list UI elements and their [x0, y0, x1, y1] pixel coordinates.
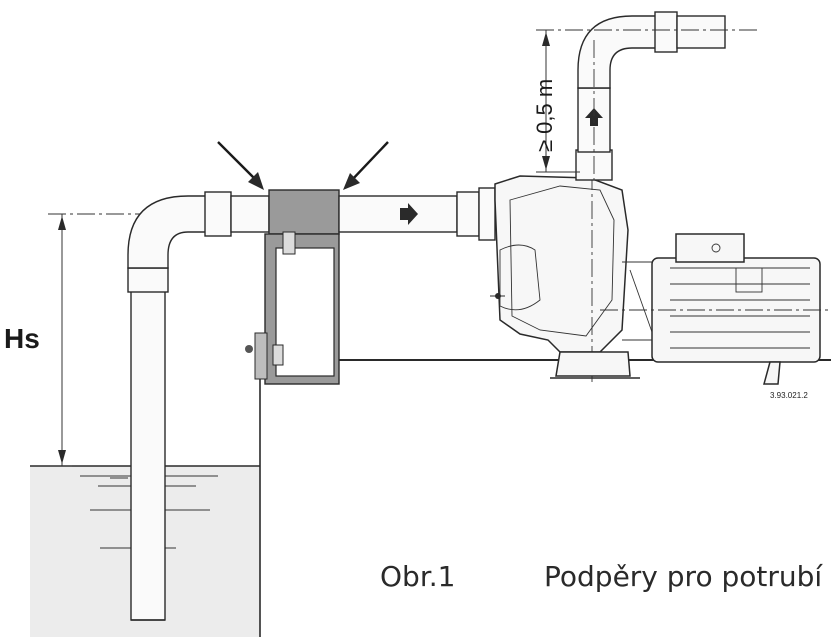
dimension-arrow-icon — [58, 450, 66, 464]
figure-caption: Podpěry pro potrubí — [544, 560, 823, 593]
pump-motor — [600, 233, 831, 385]
arrow-icon — [343, 173, 360, 190]
dimension-arrow-icon — [542, 156, 550, 170]
figure-number: Obr.1 — [380, 560, 455, 593]
discharge-pipe — [536, 11, 760, 181]
hs-dimension — [50, 214, 72, 467]
pipe-support — [245, 189, 340, 385]
drawing-number: 3.93.021.2 — [770, 391, 808, 400]
horizontal-pipe — [338, 187, 496, 241]
min-height-label: ≥ 0,5 m — [532, 79, 557, 152]
arrow-icon — [248, 172, 264, 190]
min-height-dimension — [536, 30, 580, 173]
hs-label: Hs — [4, 323, 40, 354]
pump-body — [490, 172, 661, 382]
suction-pipe — [127, 191, 270, 621]
flow-arrow-icon — [400, 203, 418, 225]
flow-arrow-icon — [585, 108, 603, 126]
support-arrows — [217, 141, 389, 190]
dimension-arrow-icon — [58, 216, 66, 230]
dimension-arrow-icon — [542, 32, 550, 46]
